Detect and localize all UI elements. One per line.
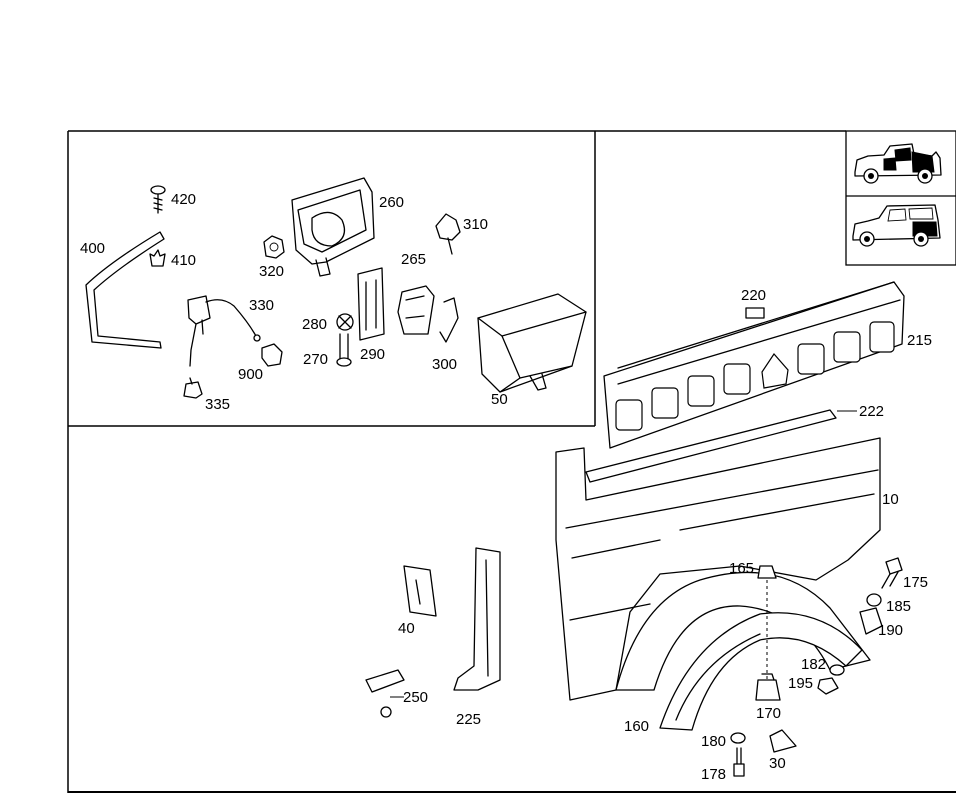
label-330: 330 [249,297,274,314]
part-30-bracket [769,729,797,753]
label-250: 250 [403,689,428,706]
label-270: 270 [303,351,328,368]
part-185-washer [866,593,882,607]
part-290-plate [357,267,385,341]
part-178-bolt [733,747,745,777]
leader-lines [390,410,857,698]
part-310-latch [435,213,461,255]
part-900-plug [261,343,283,367]
label-160: 160 [624,718,649,735]
part-250-rod [365,669,405,718]
part-175-bolt [881,557,903,589]
part-215-rear-panel [603,281,905,449]
label-335: 335 [205,396,230,413]
part-300-wire-clip [439,297,459,343]
part-10-side-panel [555,437,881,701]
part-400-strap [85,231,165,349]
part-265-hinge-bracket [397,285,435,335]
label-175: 175 [903,574,928,591]
label-195: 195 [788,675,813,692]
label-178: 178 [701,766,726,783]
part-420-screw [150,185,166,214]
part-220-clip [745,307,765,319]
label-290: 290 [360,346,385,363]
part-270-bolt [336,333,352,367]
vehicle-thumbnails [845,130,956,266]
label-280: 280 [302,316,327,333]
label-400: 400 [80,240,105,257]
part-170-mount [755,673,781,701]
label-10: 10 [882,491,899,508]
label-900: 900 [238,366,263,383]
part-195-nut [817,677,839,695]
label-300: 300 [432,356,457,373]
label-190: 190 [878,622,903,639]
part-50-storage-box [477,293,587,393]
part-410-clip [149,249,166,267]
label-310: 310 [463,216,488,233]
label-410: 410 [171,252,196,269]
part-335-grommet [183,377,203,399]
label-222: 222 [859,403,884,420]
label-420: 420 [171,191,196,208]
label-50: 50 [491,391,508,408]
part-190-bush [859,607,883,635]
part-330-sensor [187,295,261,367]
part-182-nut [829,664,845,676]
label-220: 220 [741,287,766,304]
part-165-bump [757,565,777,680]
label-265: 265 [401,251,426,268]
label-225: 225 [456,711,481,728]
part-222-strip [585,409,837,483]
part-160-wheel-arch [659,612,863,731]
station-wagon-vehicle-icon [852,204,941,247]
part-labels: 400 420 410 330 900 335 260 320 310 265 … [80,191,932,783]
part-320-cap [263,235,285,259]
diagram-frame [67,130,956,793]
label-185: 185 [886,598,911,615]
label-180: 180 [701,733,726,750]
label-40: 40 [398,620,415,637]
part-260-flap-housing [291,177,375,277]
part-280-spring [336,313,354,331]
part-40-bracket [403,565,437,617]
label-170: 170 [756,705,781,722]
label-30: 30 [769,755,786,772]
label-182: 182 [801,656,826,673]
label-260: 260 [379,194,404,211]
part-180-washer [730,732,746,744]
part-225-pillar [453,547,501,691]
label-165: 165 [729,560,754,577]
convertible-vehicle-icon [854,143,942,184]
label-320: 320 [259,263,284,280]
label-215: 215 [907,332,932,349]
